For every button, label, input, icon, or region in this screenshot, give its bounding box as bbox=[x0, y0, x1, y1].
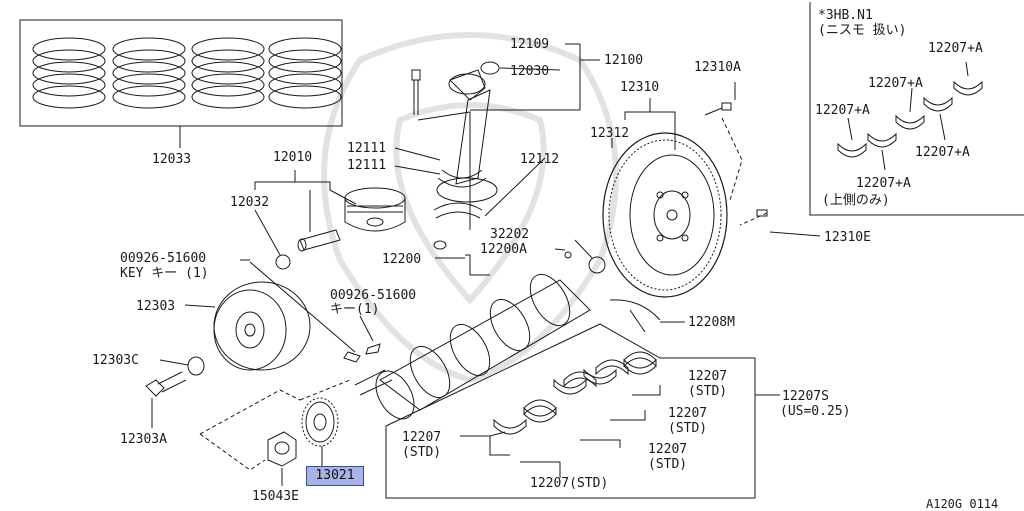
label-pin-clip[interactable]: 12032 bbox=[230, 195, 269, 210]
inset-bearings-illustration bbox=[837, 80, 983, 158]
inset-part-5[interactable]: 12207+A bbox=[856, 176, 911, 191]
washer-illustration bbox=[187, 356, 205, 376]
label-rod-bearing-a[interactable]: 12111 bbox=[347, 141, 386, 156]
label-bearing-set[interactable]: 12207S bbox=[782, 389, 829, 404]
inset-title-1: *3HB.N1 bbox=[818, 8, 873, 23]
inset-title-2: (ニスモ 扱い) bbox=[818, 23, 906, 38]
piston-rings-illustration bbox=[32, 37, 342, 109]
label-bolt[interactable]: 12303A bbox=[120, 432, 167, 447]
label-rings[interactable]: 12033 bbox=[152, 152, 191, 167]
label-dowel[interactable]: 12310E bbox=[824, 230, 871, 245]
pulley-bolt-illustration bbox=[145, 371, 187, 397]
rod-bolt-illustration bbox=[411, 69, 421, 115]
label-ring-gear[interactable]: 12312 bbox=[590, 126, 629, 141]
piston-rings-box bbox=[19, 19, 343, 127]
label-main-bearing-3[interactable]: 12207 bbox=[648, 442, 687, 457]
crank-nut-illustration bbox=[267, 431, 297, 467]
crankshaft-illustration bbox=[354, 251, 606, 420]
crank-sprocket-illustration bbox=[301, 397, 339, 447]
flywheel-illustration bbox=[602, 132, 728, 298]
label-main-bearing-4-std: (STD) bbox=[402, 445, 441, 460]
piston-illustration bbox=[344, 187, 406, 232]
rod-nut-illustration bbox=[433, 240, 447, 250]
inset-part-4[interactable]: 12207+A bbox=[915, 145, 970, 160]
label-main-bearing-1-std: (STD) bbox=[688, 384, 727, 399]
label-thrust[interactable]: 12208M bbox=[688, 315, 735, 330]
label-key2-code[interactable]: 00926-51600 bbox=[330, 288, 416, 303]
label-main-bearing-2[interactable]: 12207 bbox=[668, 406, 707, 421]
inset-part-3[interactable]: 12207+A bbox=[815, 103, 870, 118]
label-main-bearing-4[interactable]: 12207 bbox=[402, 430, 441, 445]
inset-note: (上側のみ) bbox=[822, 193, 890, 208]
flywheel-bolt-illustration bbox=[704, 102, 732, 116]
label-key2-desc: キー(1) bbox=[330, 302, 379, 317]
inset-box bbox=[809, 2, 1024, 216]
label-undersize: (US=0.25) bbox=[780, 404, 850, 419]
thrust-bearing-illustration bbox=[609, 299, 661, 321]
inset-part-1[interactable]: 12207+A bbox=[928, 41, 983, 56]
label-main-bearing-3-std: (STD) bbox=[648, 457, 687, 472]
label-key1-code[interactable]: 00926-51600 bbox=[120, 251, 206, 266]
label-rod-assy[interactable]: 12100 bbox=[604, 53, 643, 68]
label-crank-sub[interactable]: 12200A bbox=[480, 242, 527, 257]
label-key1-desc: KEY キー (1) bbox=[120, 266, 209, 281]
main-bearing-box bbox=[385, 323, 756, 499]
main-bearings-illustration bbox=[493, 351, 657, 435]
pin-clip-illustration bbox=[275, 254, 291, 270]
label-crank[interactable]: 12200 bbox=[382, 252, 421, 267]
label-main-bearing-1[interactable]: 12207 bbox=[688, 369, 727, 384]
piston-pin-illustration bbox=[297, 229, 341, 252]
label-rod-bush[interactable]: 12030 bbox=[510, 64, 549, 79]
highlight-part-number[interactable]: 13021 bbox=[315, 468, 355, 483]
label-main-bearing-5[interactable]: 12207(STD) bbox=[530, 476, 608, 491]
label-pulley[interactable]: 12303 bbox=[136, 299, 175, 314]
label-flywheel-bolt[interactable]: 12310A bbox=[694, 60, 741, 75]
label-washer[interactable]: 12303C bbox=[92, 353, 139, 368]
label-flywheel-assy[interactable]: 12310 bbox=[620, 80, 659, 95]
crank-pulley-illustration bbox=[213, 281, 311, 371]
diagram-code: A120G 0114 bbox=[926, 497, 998, 511]
label-rod-bolt[interactable]: 12109 bbox=[510, 37, 549, 52]
key-illustration bbox=[343, 343, 381, 363]
connecting-rod-illustration bbox=[436, 61, 500, 203]
label-main-bearing-2-std: (STD) bbox=[668, 421, 707, 436]
inset-part-2[interactable]: 12207+A bbox=[868, 76, 923, 91]
label-nut[interactable]: 15043E bbox=[252, 489, 299, 504]
rod-bearing-illustration bbox=[433, 169, 487, 219]
label-rod-nut[interactable]: 12112 bbox=[520, 152, 559, 167]
highlight-box[interactable] bbox=[306, 466, 364, 486]
label-pilot-bush[interactable]: 32202 bbox=[490, 227, 529, 242]
label-piston-assy[interactable]: 12010 bbox=[273, 150, 312, 165]
label-rod-bearing-b[interactable]: 12111 bbox=[347, 158, 386, 173]
